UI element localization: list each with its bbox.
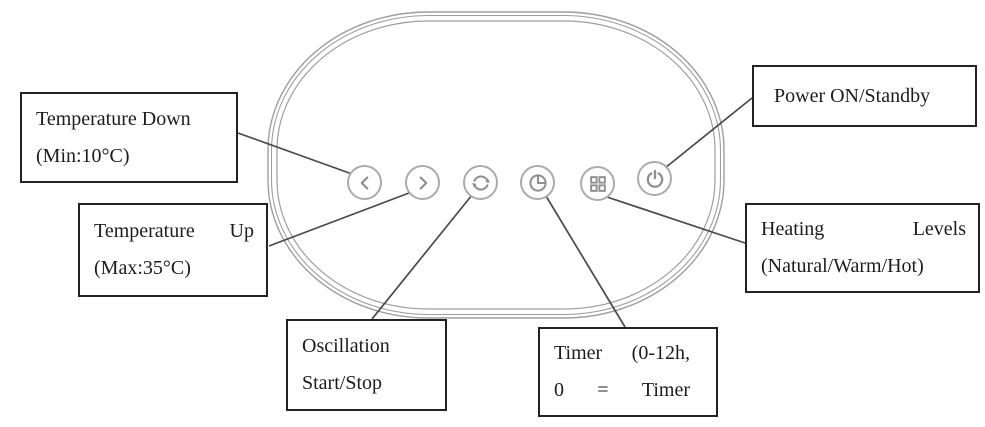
label-temperature-up-line2: (Max:35°C) [94,257,191,279]
label-heating-levels: Heating Levels (Natural/Warm/Hot) [745,203,980,293]
label-power-line1: Power ON/Standby [774,84,931,107]
grid-icon [589,175,606,192]
label-oscillation-line1: Oscillation [302,335,390,357]
label-temperature-up: Temperature Up (Max:35°C) [78,203,268,297]
leader-oscillation [371,194,473,320]
temperature-up-button [405,165,440,200]
heating-levels-button [580,166,615,201]
label-word: = [597,379,609,401]
leader-lines [237,97,753,328]
oscillation-arrows-icon [471,174,490,191]
leader-temp-down [237,132,353,175]
label-word: Temperature [94,220,195,242]
leader-power [664,97,753,169]
label-heating-line1: Heating Levels [761,211,966,248]
label-word: Heating [761,218,825,240]
label-word: 0 [554,379,564,401]
label-temperature-up-line1: Temperature Up [94,213,254,250]
panel-shape [267,11,725,319]
timer-button [520,165,555,200]
temperature-down-button [347,165,382,200]
chevron-right-icon [419,175,427,190]
leader-heating [606,196,746,244]
label-oscillation: Oscillation Start/Stop [286,319,447,411]
timer-clock-icon [528,173,547,192]
label-timer-line1: Timer (0-12h, [554,335,690,372]
leader-temp-up [268,192,410,247]
label-power: Power ON/Standby [752,65,977,127]
label-heating-line2: (Natural/Warm/Hot) [761,255,924,277]
chevron-left-icon [360,175,368,190]
label-word: (0-12h, [631,342,690,364]
label-word: Timer [554,342,603,364]
label-word: Timer [641,379,690,401]
label-timer: Timer (0-12h, 0 = Timer [538,327,718,417]
label-oscillation-line2: Start/Stop [302,372,383,394]
label-word: Levels [912,218,966,240]
power-button [637,161,672,196]
oscillation-button [463,165,498,200]
label-timer-line2: 0 = Timer [554,372,690,409]
label-temperature-down-line2: (Min:10°C) [36,144,130,167]
label-temperature-down: Temperature Down (Min:10°C) [20,92,238,183]
power-icon [646,169,663,188]
label-word: Up [229,220,254,242]
leader-timer [545,195,626,328]
label-temperature-down-line1: Temperature Down [36,107,191,130]
